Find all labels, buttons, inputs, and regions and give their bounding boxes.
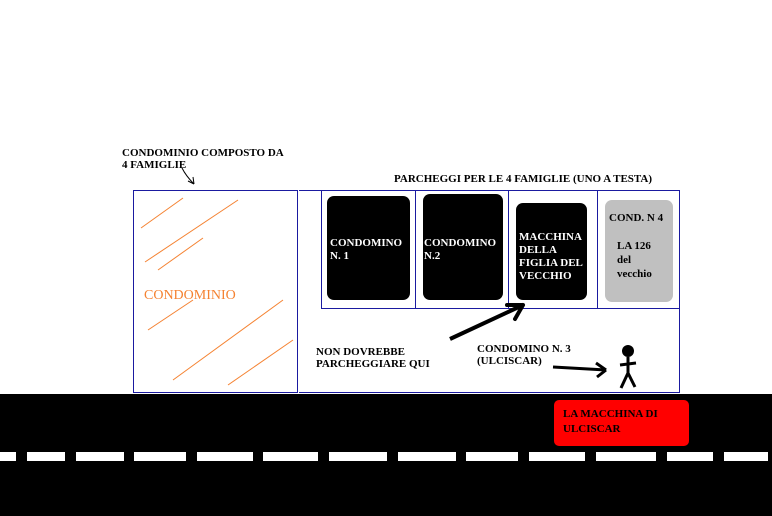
hatch-line bbox=[140, 197, 184, 229]
car-condomino-2 bbox=[423, 194, 503, 300]
red-car-label: LA MACCHINA DI ULCISCAR bbox=[563, 408, 658, 435]
parking-slot-4 bbox=[597, 190, 680, 309]
road-markings bbox=[0, 452, 768, 461]
car-126-del-vecchio bbox=[605, 200, 673, 302]
hatch-line bbox=[227, 339, 294, 386]
road-dash bbox=[134, 452, 186, 461]
road-dash bbox=[76, 452, 124, 461]
road-dash bbox=[466, 452, 518, 461]
car-4-label: LA 126 del vecchio bbox=[617, 240, 652, 280]
road-dash bbox=[0, 452, 16, 461]
road-dash bbox=[529, 452, 585, 461]
car-figlia-del-vecchio bbox=[516, 203, 587, 300]
road-dash bbox=[667, 452, 713, 461]
road-dash bbox=[398, 452, 456, 461]
car-1-label: CONDOMINO N. 1 bbox=[330, 237, 403, 262]
road-dash bbox=[724, 452, 768, 461]
hatch-line bbox=[157, 237, 204, 271]
car-ulciscar bbox=[554, 400, 689, 446]
parking-caption: PARCHEGGI PER LE 4 FAMIGLIE (UNO A TESTA… bbox=[394, 173, 653, 185]
building-hatching bbox=[140, 197, 294, 386]
road-dash bbox=[263, 452, 318, 461]
stick-figure-icon bbox=[619, 345, 637, 389]
car-4-header: COND. N 4 bbox=[609, 212, 664, 224]
caption-arrow-icon bbox=[181, 167, 195, 185]
warning-text: NON DOVREBBE PARCHEGGIARE QUI bbox=[316, 346, 430, 370]
car-condomino-1 bbox=[327, 196, 410, 300]
warning-arrow-icon bbox=[449, 303, 525, 341]
car-2-label: CONDOMINO N.2 bbox=[424, 237, 497, 262]
condominio-building bbox=[133, 190, 298, 393]
road-dash bbox=[27, 452, 65, 461]
road-dash bbox=[596, 452, 656, 461]
hatch-line bbox=[144, 199, 239, 263]
road-dash bbox=[329, 452, 387, 461]
hatch-line bbox=[172, 299, 284, 381]
condomino-3-label: CONDOMINO N. 3 (ULCISCAR) bbox=[477, 343, 571, 367]
building-name-label: CONDOMINIO bbox=[144, 288, 236, 303]
road-dash bbox=[197, 452, 253, 461]
hatch-line bbox=[147, 299, 194, 331]
building-caption: CONDOMINIO COMPOSTO DA 4 FAMIGLIE bbox=[122, 147, 284, 171]
car-3-label: MACCHINA DELLA FIGLIA DEL VECCHIO bbox=[519, 231, 583, 282]
person-arrow-icon bbox=[552, 361, 607, 379]
